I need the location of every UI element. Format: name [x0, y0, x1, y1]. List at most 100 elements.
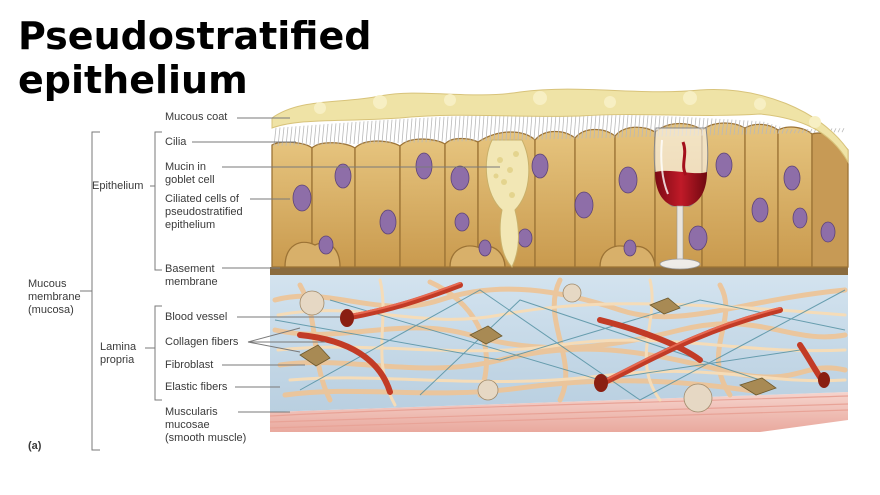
label-epithelium: Epithelium [92, 180, 144, 192]
cilium [761, 121, 765, 135]
cilium [329, 123, 333, 145]
cilium [737, 120, 741, 135]
cilium [841, 127, 845, 133]
cilium [449, 116, 453, 142]
cilium [377, 120, 381, 144]
cilium [809, 128, 813, 134]
title-line-1: Pseudostratified [18, 14, 372, 58]
cilium [557, 113, 561, 140]
cilium [517, 114, 521, 141]
cilium [837, 128, 841, 133]
cilium [413, 118, 417, 143]
cilium [305, 125, 309, 146]
cilium [585, 114, 589, 139]
cilium [369, 120, 373, 144]
cilium [613, 114, 617, 138]
cilium [573, 114, 577, 139]
cilium [341, 122, 345, 145]
cilium [513, 114, 517, 141]
cilium [621, 114, 625, 138]
cilium [593, 114, 597, 139]
cilium [721, 119, 725, 136]
cilium [297, 125, 301, 146]
cilium [433, 117, 437, 143]
cilium [713, 118, 717, 136]
cilium [597, 114, 601, 139]
cilium [349, 122, 353, 145]
cilium [421, 117, 425, 143]
cilium [489, 114, 493, 141]
panel-label: (a) [28, 440, 42, 452]
cilium [805, 128, 809, 134]
cilium [361, 121, 365, 144]
cilium [477, 115, 481, 142]
cilium [641, 115, 645, 138]
cilium [353, 121, 357, 145]
label-elastic-fibers: Elastic fibers [165, 381, 228, 393]
cilium [769, 124, 773, 134]
cilium [765, 122, 769, 135]
cilium [385, 119, 389, 144]
cilium [625, 114, 629, 138]
mucous-coat-texture [314, 91, 821, 128]
cilium [381, 120, 385, 144]
cilium [649, 115, 653, 137]
cilium [793, 129, 797, 134]
cilium [445, 116, 449, 142]
cilium [429, 117, 433, 143]
nuclei [292, 152, 836, 257]
cilium [629, 114, 633, 138]
label-fibroblast: Fibroblast [165, 359, 214, 371]
cilium [281, 127, 285, 146]
label-blood-vessel: Blood vessel [165, 311, 228, 323]
cilium [601, 114, 605, 139]
page-title: Pseudostratified epithelium [18, 14, 371, 102]
cilium [745, 120, 749, 135]
cilium [425, 117, 429, 143]
cilium [781, 127, 785, 134]
cilium [277, 127, 281, 146]
cilium [345, 122, 349, 145]
label-collagen-fibers: Collagen fibers [165, 336, 239, 348]
label-mucous-coat: Mucous coat [165, 111, 228, 123]
cilium [653, 115, 657, 137]
cilium [633, 115, 637, 138]
cilium [389, 119, 393, 144]
cilium [401, 118, 405, 143]
cilium [541, 114, 545, 140]
cilium [309, 125, 313, 146]
cilium [797, 129, 801, 134]
cilium [549, 113, 553, 140]
cilium [501, 114, 505, 141]
cilium [505, 114, 509, 141]
cilium [481, 115, 485, 141]
cilium [733, 119, 737, 135]
cilium [525, 114, 529, 140]
cilium [605, 114, 609, 138]
cilium [453, 116, 457, 142]
cilium [777, 126, 781, 134]
basement-membrane [270, 267, 848, 275]
label-cilia: Cilia [165, 136, 187, 148]
cilium [553, 113, 557, 140]
lamina-propria-layer [270, 274, 848, 413]
cilium [457, 116, 461, 142]
cilium [301, 125, 305, 146]
cilium [465, 115, 469, 142]
cilium [569, 113, 573, 139]
cilium [493, 114, 497, 141]
leader-lines [80, 117, 500, 451]
cilium [565, 113, 569, 139]
cilium [833, 128, 837, 133]
cilium [801, 128, 805, 134]
cilium [469, 115, 473, 142]
cilium [325, 123, 329, 145]
cilium [461, 115, 465, 142]
cilium [589, 114, 593, 139]
cilium [337, 123, 341, 145]
cilium [437, 116, 441, 142]
cilium [485, 115, 489, 141]
